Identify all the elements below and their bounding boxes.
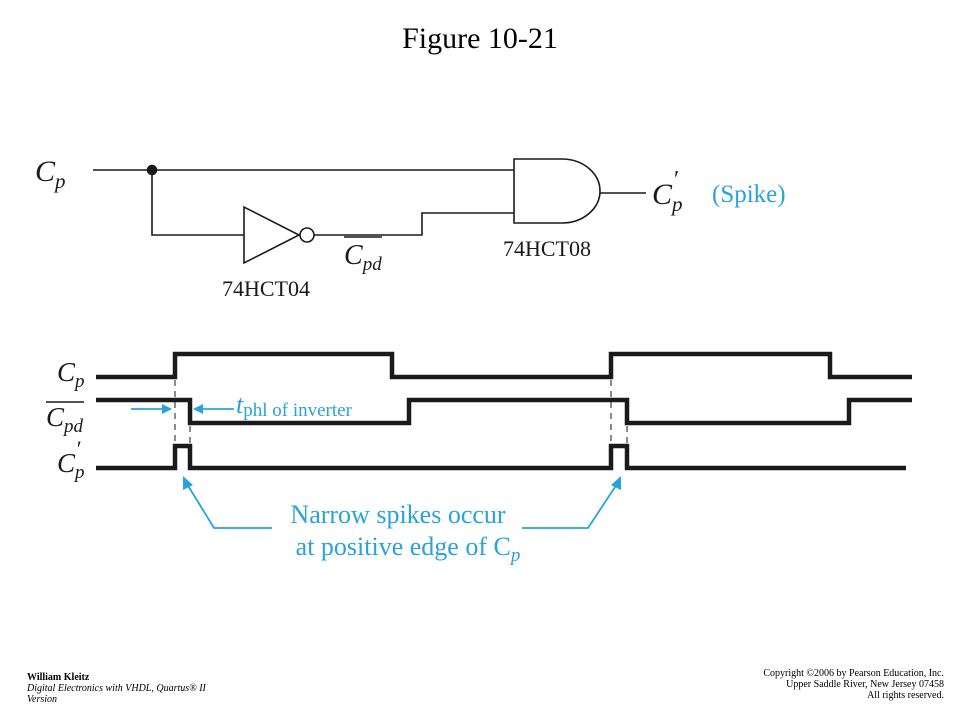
inverter-output-label: Cpd bbox=[344, 240, 382, 275]
address-line: Upper Saddle River, New Jersey 07458 bbox=[786, 679, 944, 690]
inverter-bubble bbox=[299, 227, 315, 243]
timing-labels: Cp Cpd Cp′ bbox=[46, 357, 85, 483]
signal-label-cpd: Cpd bbox=[46, 402, 84, 437]
logic-circuit bbox=[93, 158, 646, 265]
and-gate bbox=[513, 158, 601, 224]
spike-note: Narrow spikes occur at positive edge of … bbox=[290, 500, 520, 566]
rights-line: All rights reserved. bbox=[867, 690, 944, 701]
delay-arrows bbox=[131, 404, 234, 414]
branch-wire bbox=[151, 170, 244, 236]
alignment-guides bbox=[174, 380, 628, 446]
timing-waveforms bbox=[96, 351, 912, 471]
note-line-2: at positive edge of Cp bbox=[296, 532, 521, 566]
figure-title: Figure 10-21 bbox=[402, 22, 558, 55]
output-label: Cp′ bbox=[652, 167, 683, 216]
copyright-line: Copyright ©2006 by Pearson Education, In… bbox=[763, 668, 944, 679]
book-title: Digital Electronics with VHDL, Quartus® … bbox=[27, 683, 206, 705]
and-part-label: 74HCT08 bbox=[503, 236, 591, 261]
circuit-labels: Cp Cp′ (Spike) Cpd 74HCT04 74HCT08 bbox=[35, 155, 786, 301]
footer-credit: William Kleitz Digital Electronics with … bbox=[27, 672, 237, 705]
waveform-cpd bbox=[96, 397, 912, 426]
footer-copyright: Copyright ©2006 by Pearson Education, In… bbox=[763, 668, 944, 701]
inverter-output-wire bbox=[314, 212, 514, 236]
signal-label-cp-prime: Cp′ bbox=[57, 436, 85, 483]
inverter-gate bbox=[243, 205, 301, 265]
note-line-1: Narrow spikes occur bbox=[290, 500, 505, 529]
author-name: William Kleitz bbox=[27, 672, 90, 683]
spike-pointer-arrows bbox=[183, 476, 621, 529]
signal-label-cp: Cp bbox=[57, 357, 85, 392]
waveform-cp-prime bbox=[96, 443, 906, 471]
inverter-part-label: 74HCT04 bbox=[222, 276, 310, 301]
delay-label: tphl of inverter bbox=[236, 390, 353, 421]
spike-label: (Spike) bbox=[712, 181, 786, 208]
input-label: Cp bbox=[35, 155, 66, 193]
waveform-cp bbox=[96, 351, 912, 380]
